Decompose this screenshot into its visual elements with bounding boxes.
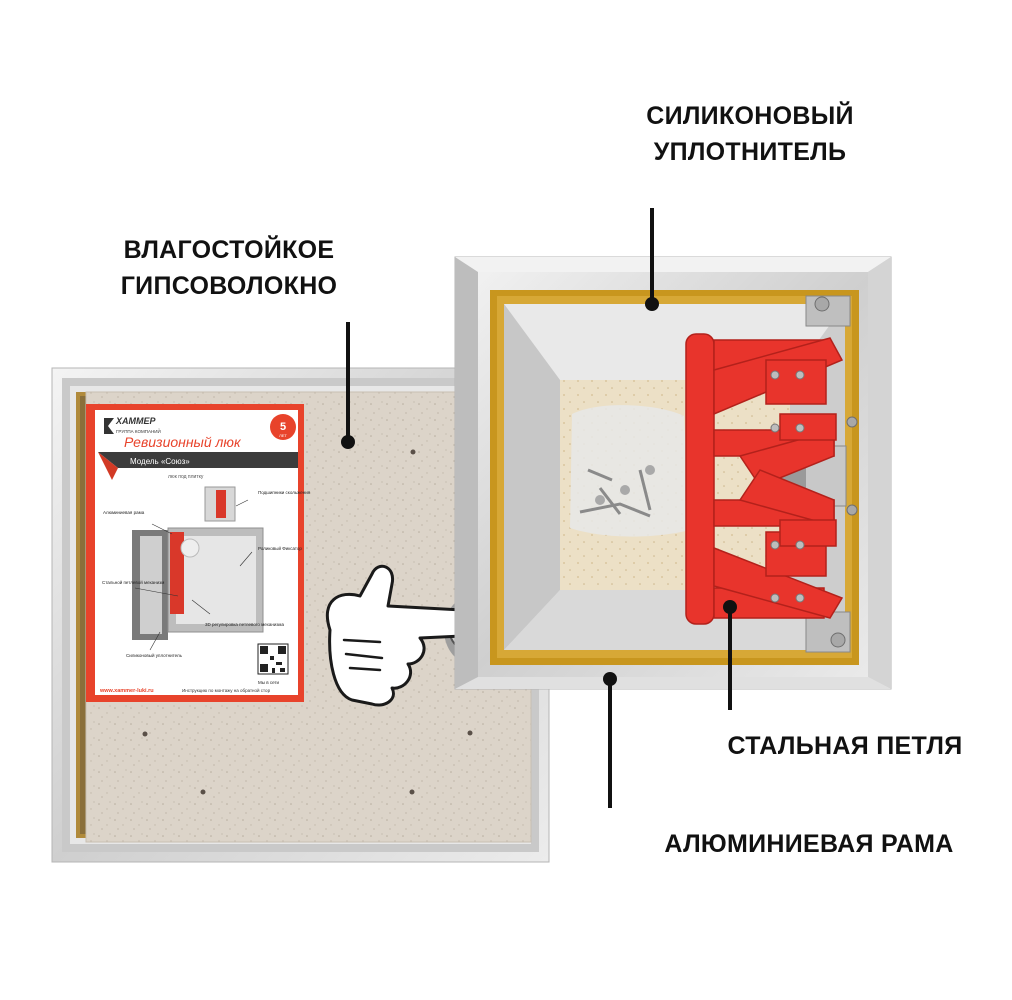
qr-caption: Мы в сети — [258, 680, 280, 685]
open-hatch — [454, 256, 892, 690]
frame-callout-text: АЛЮМИНИЕВАЯ РАМА — [664, 830, 954, 858]
product-poster: ХАММЕР ГРУППА КОМПАНИЙ Ревизионный люк 5… — [86, 404, 311, 702]
poster-brand-sub: ГРУППА КОМПАНИЙ — [116, 427, 161, 434]
poster-subtitle: люк под плитку — [168, 474, 204, 480]
silicone-leader-line — [650, 208, 654, 302]
silicone-leader-dot — [645, 297, 659, 311]
gypsum-callout-line1: ВЛАГОСТОЙКОЕ — [123, 236, 335, 264]
poster-label-roller: Роликовый Фиксатор — [258, 545, 302, 551]
gypsum-leader-line — [346, 322, 350, 440]
silicone-callout: СИЛИКОНОВЫЙ УПЛОТНИТЕЛЬ — [600, 98, 900, 170]
hinge-callout: СТАЛЬНАЯ ПЕТЛЯ — [690, 728, 1000, 764]
gypsum-callout-line2: ГИПСОВОЛОКНО — [120, 272, 338, 300]
silicone-callout-line1: СИЛИКОНОВЫЙ — [646, 102, 854, 130]
poster-label-bearings: Подшипники скольжения — [258, 490, 311, 495]
hinge-leader-dot — [723, 600, 737, 614]
poster-title: Ревизионный люк — [124, 434, 242, 450]
badge-unit: ЛЕТ — [279, 433, 287, 438]
frame-callout: АЛЮМИНИЕВАЯ РАМА — [614, 826, 1004, 862]
poster-label-frame: Алюминиевая рама — [103, 510, 145, 515]
hinge-callout-text: СТАЛЬНАЯ ПЕТЛЯ — [727, 732, 963, 760]
hinge-leader-line — [728, 608, 732, 710]
silicone-callout-line2: УПЛОТНИТЕЛЬ — [653, 138, 847, 166]
frame-leader-line — [608, 680, 612, 808]
poster-label-silicone: Силиконовый уплотнитель — [126, 652, 183, 658]
warranty-badge — [270, 414, 296, 440]
brand-logo-icon — [104, 418, 114, 434]
poster-site: www.xammer-lukі.ru — [99, 688, 154, 694]
frame-leader-dot — [603, 672, 617, 686]
poster-label-adjust: 3D регулировка петлевого механизма — [205, 622, 285, 627]
poster-instruction: Инструкцию по монтажу на обратной стор — [182, 687, 271, 693]
qr-code — [257, 643, 289, 675]
gypsum-leader-dot — [341, 435, 355, 449]
poster-brand: ХАММЕР — [115, 416, 156, 426]
badge-number: 5 — [280, 421, 286, 433]
poster-model: Модель «Союз» — [130, 457, 190, 466]
poster-label-steel: Стальной петлевой механизм — [102, 579, 164, 585]
gypsum-callout: ВЛАГОСТОЙКОЕ ГИПСОВОЛОКНО — [84, 232, 374, 304]
